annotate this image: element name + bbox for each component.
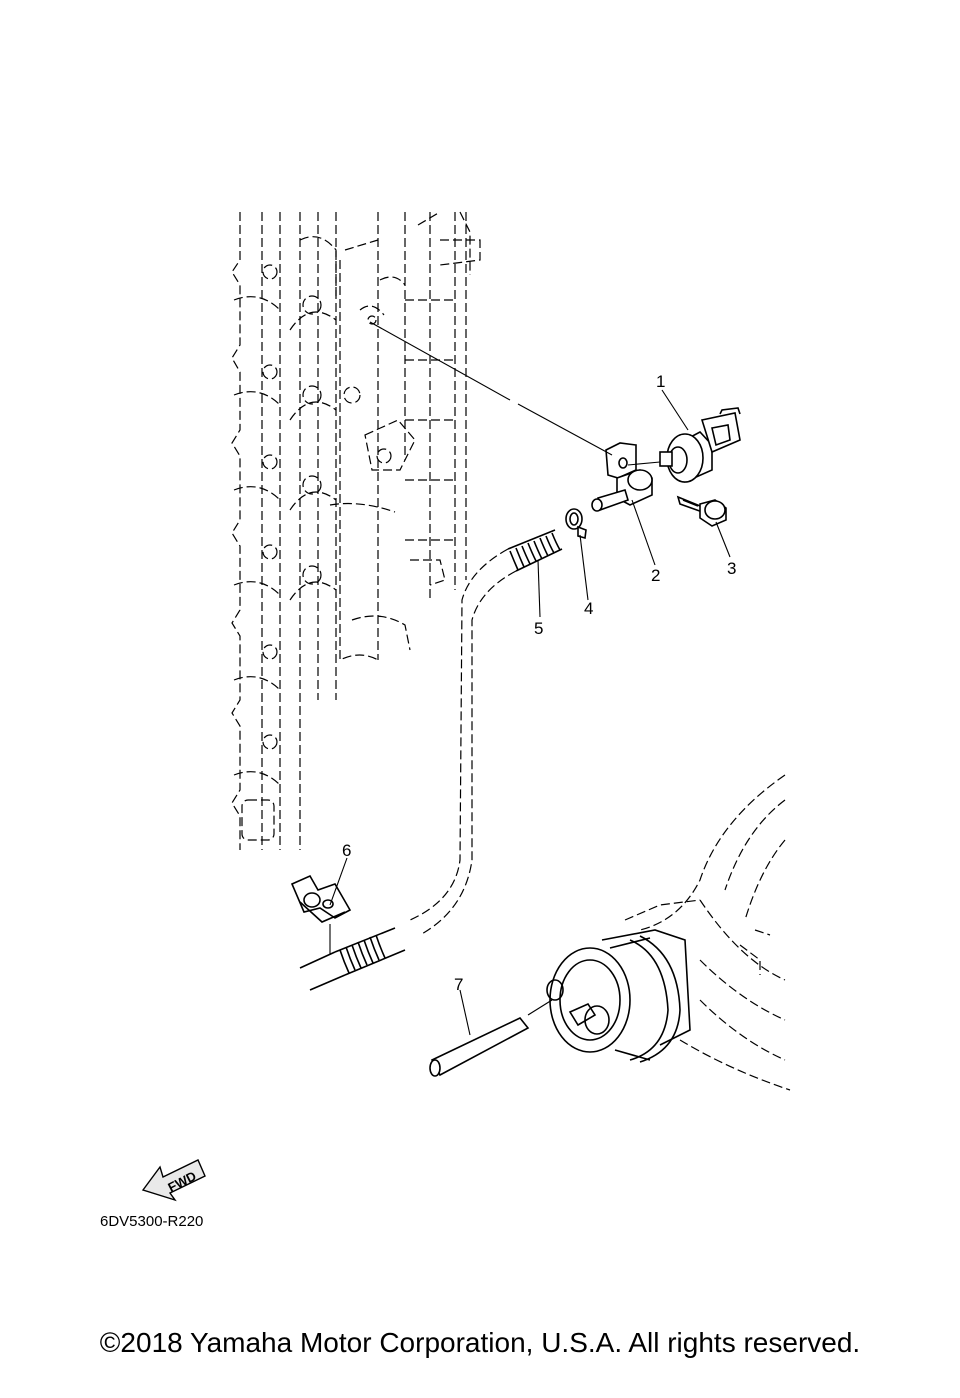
part-1-sensor [659,407,741,484]
callout-5: 5 [534,619,543,638]
reference-code: 6DV5300-R220 [100,1213,204,1230]
callout-6: 6 [342,841,351,860]
part-2-fitting [591,442,653,512]
alignment-lines [329,321,661,1016]
engine-block-outline [231,211,481,850]
part-3-bolt [676,495,727,527]
callout-1: 1 [656,372,665,391]
fwd-arrow-icon: FWD [141,1159,206,1202]
part-4-clip [565,508,587,540]
part-7-pin [429,1017,530,1077]
lower-unit-body [546,929,691,1063]
fwd-label: FWD [165,1168,198,1195]
leader-lines [329,389,731,1036]
callout-4: 4 [584,599,593,618]
part-5-hose [299,529,563,991]
callout-3: 3 [727,559,736,578]
callout-2: 2 [651,566,660,585]
callout-7: 7 [454,975,463,994]
copyright-notice: ©2018 Yamaha Motor Corporation, U.S.A. A… [99,1327,861,1358]
gear-case-outline [624,774,791,1091]
part-6-holder [290,874,352,923]
callout-labels: 1 2 3 4 5 6 7 [342,372,736,994]
